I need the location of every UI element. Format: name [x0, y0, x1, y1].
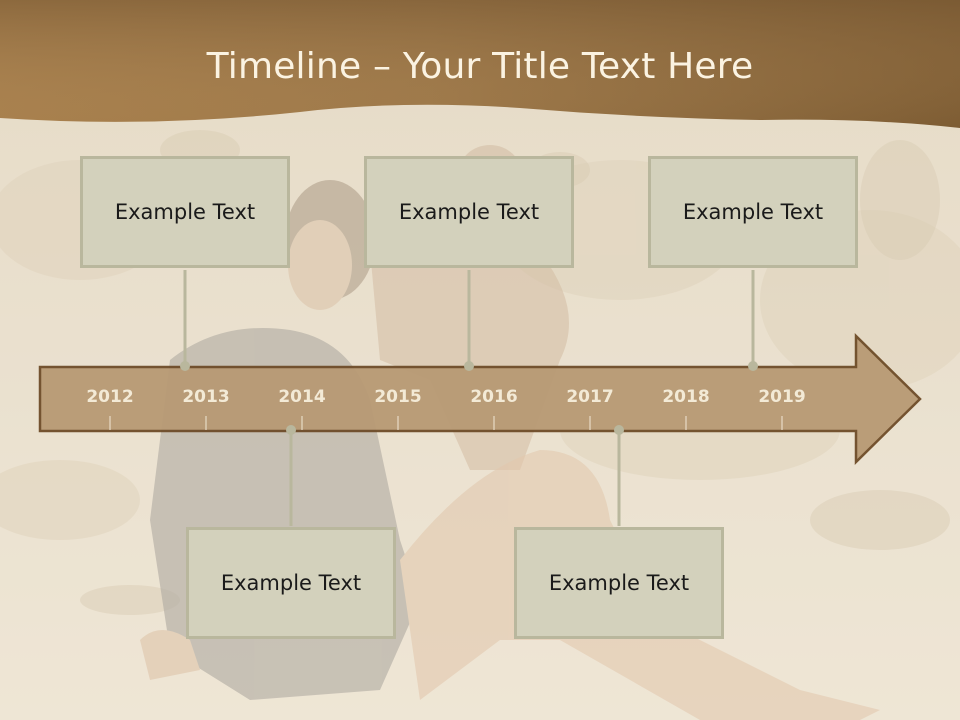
callout-box[interactable]: Example Text: [186, 527, 396, 639]
year-label: 2016: [470, 387, 518, 407]
year-label: 2013: [182, 387, 230, 407]
callout-box[interactable]: Example Text: [80, 156, 290, 268]
year-label: 2017: [566, 387, 614, 407]
year-label: 2014: [278, 387, 326, 407]
year-label: 2012: [86, 387, 134, 407]
callout-box[interactable]: Example Text: [364, 156, 574, 268]
callout-box[interactable]: Example Text: [648, 156, 858, 268]
slide-title: Timeline – Your Title Text Here: [206, 46, 754, 87]
year-label: 2015: [374, 387, 422, 407]
year-label: 2018: [662, 387, 710, 407]
callout-box[interactable]: Example Text: [514, 527, 724, 639]
year-label: 2019: [758, 387, 806, 407]
